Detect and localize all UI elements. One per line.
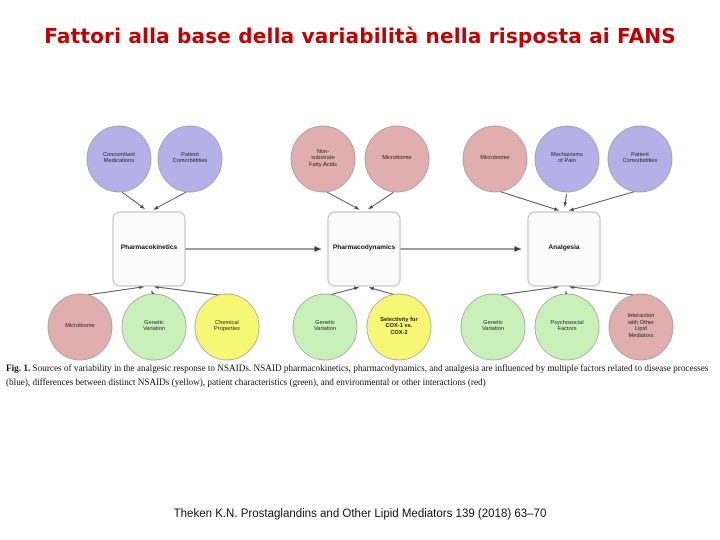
page-title: Fattori alla base della variabilità nell… bbox=[44, 24, 676, 48]
caption-figure-number: Fig. 1. bbox=[6, 363, 31, 373]
process-box-an: Analgesia bbox=[548, 244, 580, 251]
process-box-pd: Pharmacodynamics bbox=[332, 244, 396, 251]
source-citation: Theken K.N. Prostaglandins and Other Lip… bbox=[173, 508, 547, 520]
caption-text: Sources of variability in the analgesic … bbox=[6, 363, 709, 387]
diagram-svg bbox=[47, 125, 674, 361]
figure-caption: Fig. 1. Sources of variability in the an… bbox=[6, 362, 716, 389]
process-box-pk: Pharmacokinetics bbox=[120, 244, 178, 251]
